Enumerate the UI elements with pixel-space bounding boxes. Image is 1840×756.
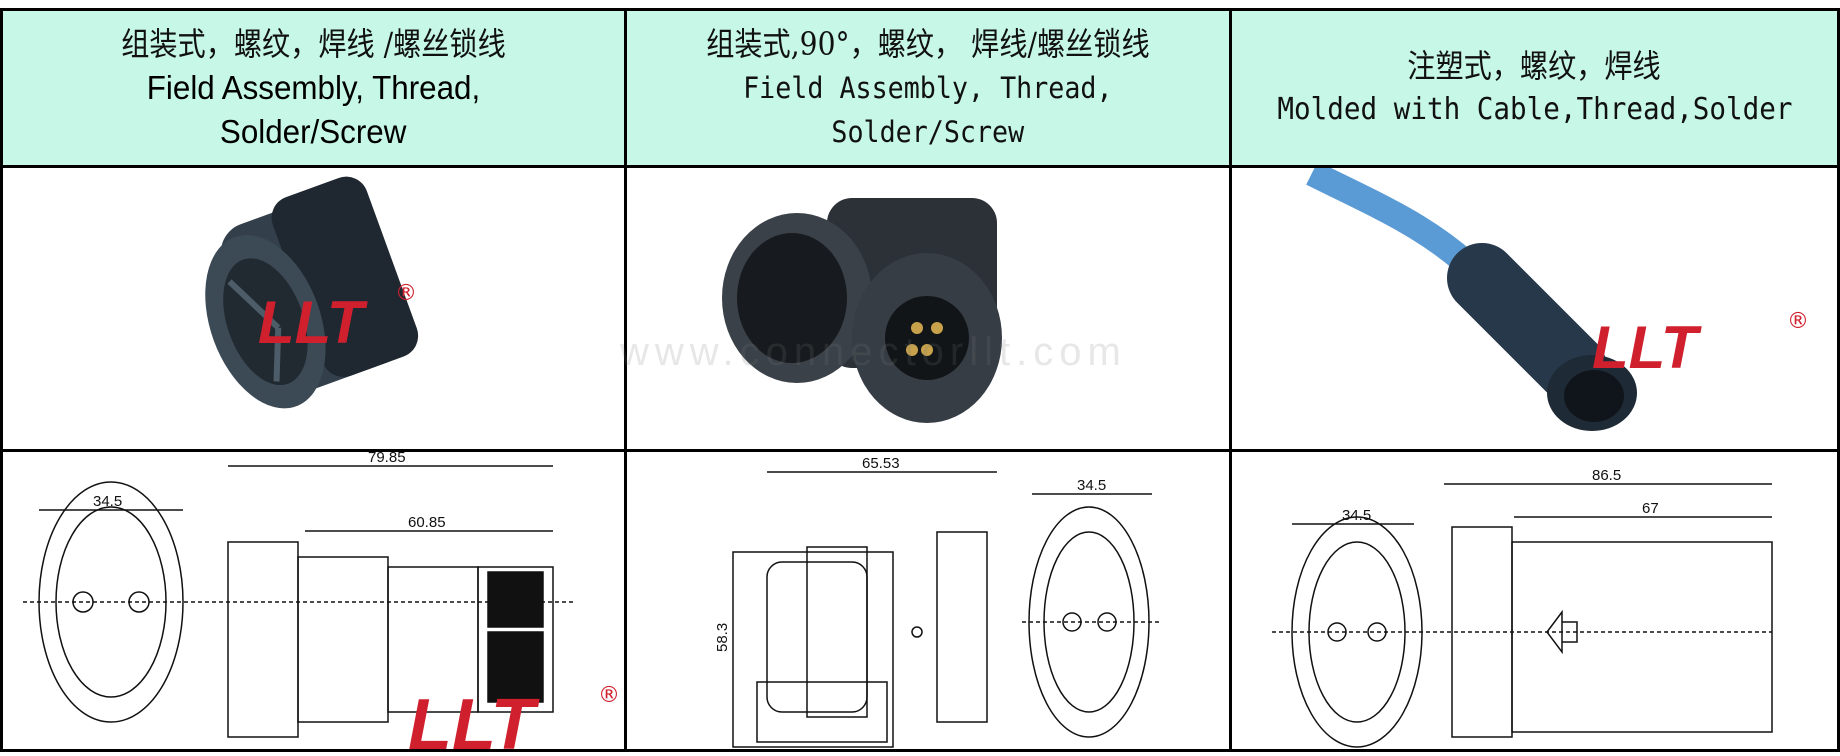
product-comparison-table: 组装式，螺纹，焊线 /螺丝锁线 Field Assembly, Thread, …	[0, 8, 1840, 752]
title-en-line2: Solder/Screw	[831, 115, 1025, 149]
photo-molded-connector: LLT ®	[1229, 168, 1840, 452]
header-cell-molded: 注塑式，螺纹，焊线 Molded with Cable,Thread,Solde…	[1229, 11, 1840, 168]
registered-mark: ®	[395, 281, 417, 306]
title-en-line2: Solder/Screw	[220, 113, 407, 150]
drawing-angled-connector: 65.53 58.3 34.5	[624, 452, 1232, 749]
title-cn: 组装式，螺纹，焊线 /螺丝锁线	[121, 25, 506, 63]
header-cell-field-assembly: 组装式，螺纹，焊线 /螺丝锁线 Field Assembly, Thread, …	[0, 11, 627, 168]
llt-logo: LLT	[1592, 314, 1702, 381]
drawing-straight-connector: 34.5 79.85 60.85 LLT ®	[0, 452, 627, 749]
registered-mark: ®	[598, 683, 620, 708]
drawing-molded-connector: 34.5 86.5 67	[1229, 452, 1840, 749]
photo-angled-connector	[624, 168, 1232, 452]
dim-width: 65.53	[862, 455, 900, 472]
connector-photo	[722, 198, 1002, 423]
dim-diameter: 34.5	[1342, 507, 1371, 524]
llt-logo: LLT	[258, 289, 368, 356]
dim-diameter: 34.5	[1077, 477, 1106, 494]
llt-logo: LLT	[408, 685, 541, 749]
watermark: www.connectorllt.com	[620, 330, 1127, 374]
dimension-drawing: 34.5 79.85 60.85 LLT ®	[23, 452, 620, 749]
dim-body-length: 60.85	[408, 514, 446, 531]
dim-height: 58.3	[714, 623, 731, 652]
dimension-drawing: 65.53 58.3 34.5	[714, 455, 1162, 748]
title-en-line1: Molded with Cable,Thread,Solder	[1276, 92, 1793, 127]
dim-total-length: 79.85	[368, 452, 406, 466]
dim-diameter: 34.5	[93, 493, 122, 510]
dim-total-length: 86.5	[1592, 467, 1621, 484]
dimension-drawing: 34.5 86.5 67	[1272, 467, 1773, 748]
dim-body-length: 67	[1642, 500, 1659, 517]
title-cn: 注塑式，螺纹，焊线	[1407, 47, 1662, 85]
title-en-line1: Field Assembly, Thread,	[146, 69, 481, 106]
header-cell-field-assembly-90: 组装式,90°，螺纹， 焊线/螺丝锁线 Field Assembly, Thre…	[624, 11, 1232, 168]
registered-mark: ®	[1787, 309, 1809, 334]
connector-photo: LLT ®	[205, 176, 419, 409]
photo-straight-connector: LLT ®	[0, 168, 627, 452]
title-cn: 组装式,90°，螺纹， 焊线/螺丝锁线	[706, 25, 1150, 63]
connector-photo: LLT ®	[1306, 168, 1809, 431]
title-en-line1: Field Assembly, Thread,	[743, 71, 1113, 105]
